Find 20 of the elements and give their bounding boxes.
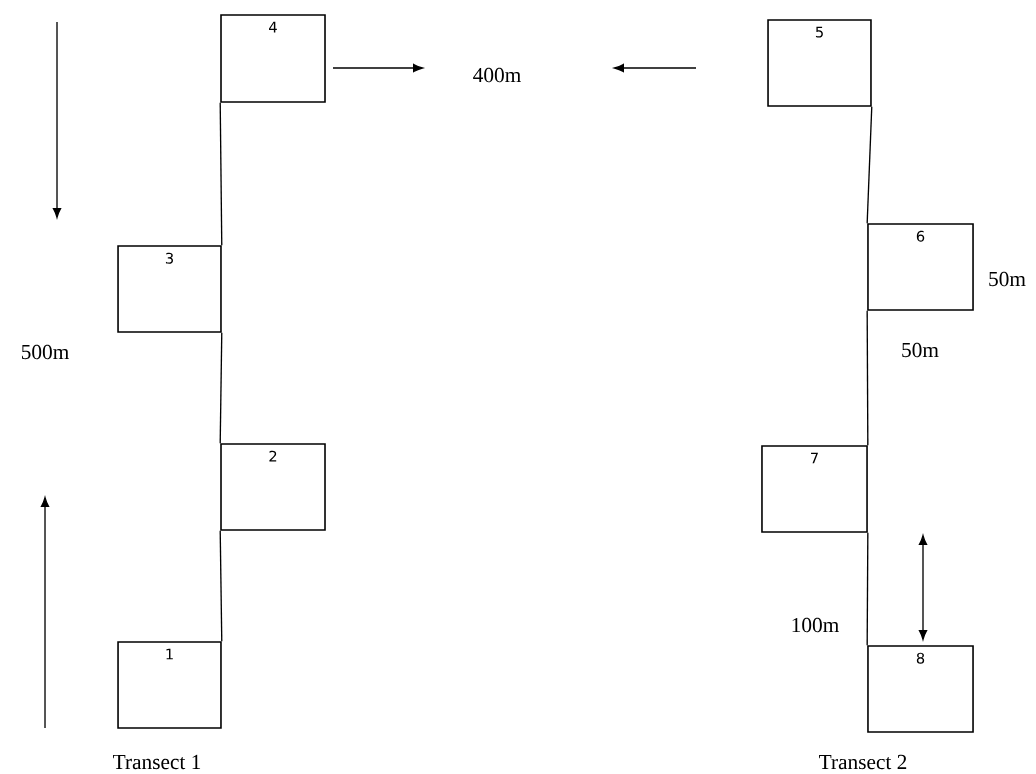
transect-line (866, 532, 869, 646)
quadrat-box: 3 (117, 245, 222, 333)
transect-label: Transect 1 (113, 754, 201, 770)
dimension-label: 100m (792, 617, 839, 633)
transect-line (219, 102, 223, 246)
transect-line (219, 530, 223, 642)
quadrat-box: 1 (117, 641, 222, 729)
dimension-label: 400m (473, 67, 521, 83)
quadrat-box: 6 (867, 223, 974, 311)
transect-line (219, 332, 223, 444)
quadrat-box: 8 (867, 645, 974, 733)
dimension-label: 500m (21, 344, 69, 360)
quadrat-box: 4 (220, 14, 326, 103)
transect-line (866, 106, 873, 224)
quadrat-box: 5 (767, 19, 872, 107)
transect-label: Transect 2 (819, 754, 907, 770)
quadrat-box: 7 (761, 445, 868, 533)
transect-line (866, 310, 869, 446)
quadrat-box: 2 (220, 443, 326, 531)
dimension-label: 50m (902, 342, 939, 358)
